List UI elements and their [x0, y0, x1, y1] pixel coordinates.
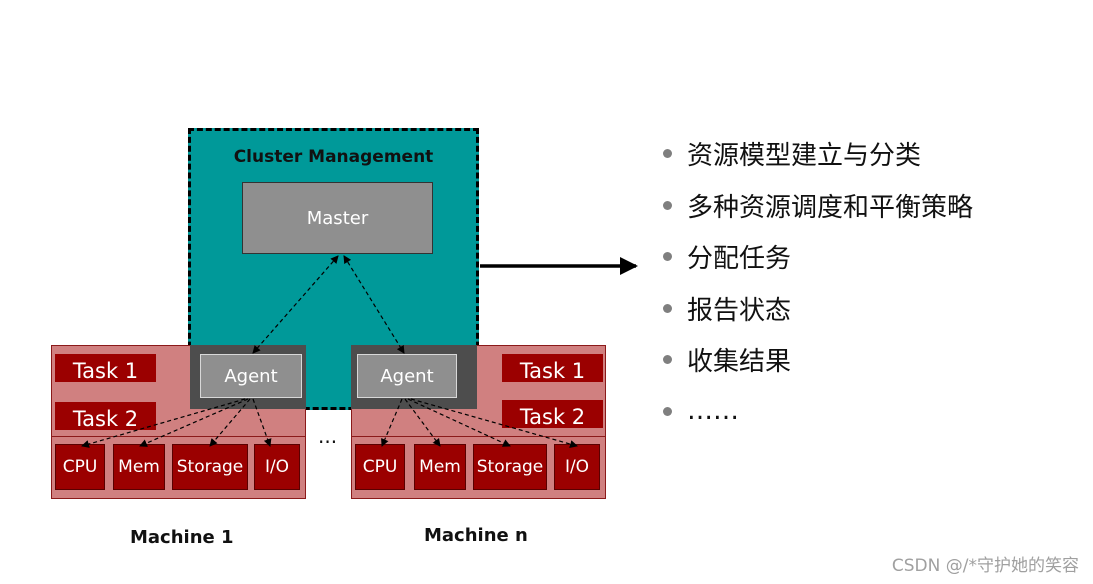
machine-n-agent: Agent: [357, 354, 457, 398]
bullet-dot-icon: [663, 252, 672, 262]
machine-n-io: I/O: [554, 444, 600, 490]
machines-ellipsis: ...: [318, 424, 338, 448]
bullet-dot-icon: [663, 149, 672, 159]
bullet-item: 多种资源调度和平衡策略: [663, 180, 1083, 232]
machine-1-io: I/O: [254, 444, 300, 490]
bullet-dot-icon: [663, 406, 672, 416]
machine-n-cpu: CPU: [355, 444, 405, 490]
machine-1-cpu: CPU: [55, 444, 105, 490]
machine-1-task-2: Task 2: [55, 402, 156, 430]
master-node: Master: [242, 182, 433, 254]
bullet-item: 收集结果: [663, 334, 1083, 386]
machine-1-task-1: Task 1: [55, 354, 156, 382]
machine-1-agent: Agent: [200, 354, 302, 398]
function-bullet-list: 资源模型建立与分类 多种资源调度和平衡策略 分配任务 报告状态 收集结果 ……: [663, 128, 1083, 437]
bullet-item: 分配任务: [663, 231, 1083, 283]
machine-n-task-2: Task 2: [502, 400, 603, 428]
bullet-item: 资源模型建立与分类: [663, 128, 1083, 180]
cluster-management-title: Cluster Management: [233, 147, 434, 167]
master-agent1-link: [252, 255, 339, 354]
machine-n-task-1: Task 1: [502, 354, 603, 382]
master-agentn-link: [343, 255, 405, 354]
bullet-dot-icon: [663, 200, 672, 210]
machine-1-storage: Storage: [172, 444, 248, 490]
bullet-dot-icon: [663, 303, 672, 313]
machine-n-divider: [351, 436, 606, 437]
machine-1-divider: [51, 436, 306, 437]
bullet-item: ……: [663, 386, 1083, 438]
bullet-dot-icon: [663, 355, 672, 365]
bullet-item: 报告状态: [663, 283, 1083, 335]
machine-n-mem: Mem: [414, 444, 466, 490]
machine-1-label: Machine 1: [130, 527, 234, 548]
machine-1-mem: Mem: [113, 444, 165, 490]
watermark: CSDN @/*守护她的笑容: [891, 556, 1079, 576]
machine-n-label: Machine n: [424, 525, 528, 546]
